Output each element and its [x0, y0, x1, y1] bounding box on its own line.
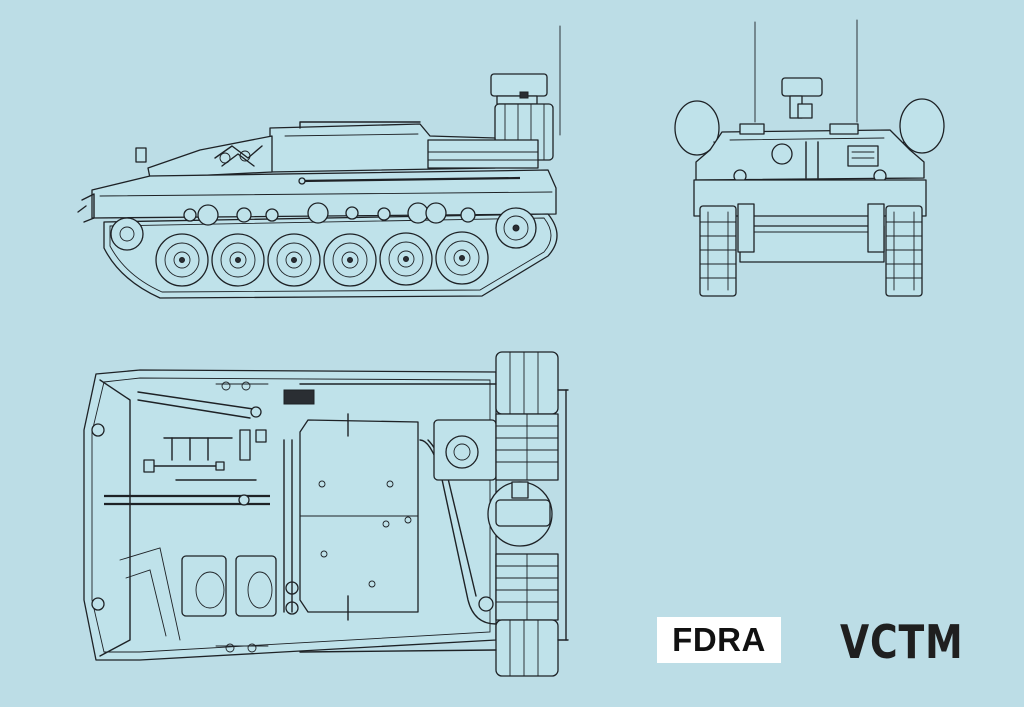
top-rear-pack-upper [495, 351, 559, 481]
side-crane-unit [490, 73, 554, 161]
top-tool-rack [143, 429, 267, 473]
front-track-left [699, 205, 737, 297]
top-driver-hatches [181, 555, 299, 617]
side-glacis [147, 135, 273, 179]
side-view [77, 25, 561, 299]
top-commander-hatch [445, 435, 479, 469]
fdra-label: FDRA [672, 621, 766, 658]
fdra-badge: FDRA [657, 617, 781, 663]
top-roof-vent [283, 389, 315, 405]
top-hull-outline [83, 369, 497, 661]
front-upper-hull [695, 129, 925, 181]
front-track-right [885, 205, 923, 297]
front-belly [739, 225, 885, 263]
vehicle-designation: VCTM [840, 615, 964, 669]
side-rear-equipment [427, 139, 539, 169]
top-hydraulic-line [419, 439, 497, 625]
front-crane-head [781, 77, 823, 97]
top-view [83, 351, 569, 677]
top-rear-pack-lower [495, 553, 559, 677]
side-suspension [183, 202, 476, 226]
side-road-wheels [155, 231, 489, 287]
front-view [674, 19, 945, 297]
side-idler-wheel [110, 217, 144, 251]
